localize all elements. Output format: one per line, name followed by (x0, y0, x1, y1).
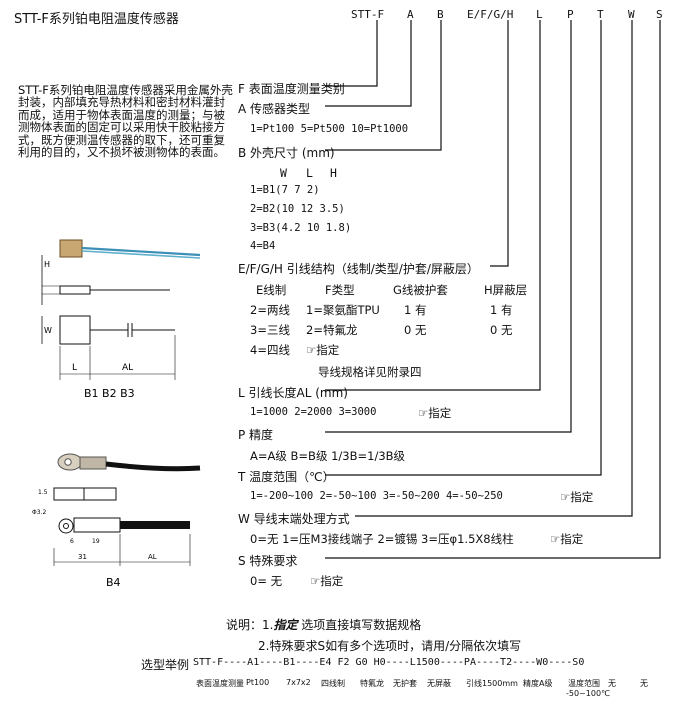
dim-h-label: H (44, 260, 50, 269)
note-1-emphasis: 指定 (273, 618, 298, 632)
section-efgh-title: E/F/G/H 引线结构（线制/类型/护套/屏蔽层） (238, 262, 479, 276)
w-options: 0=无 1=压M3接线端子 2=镀锡 3=压φ1.5X8线柱 (250, 532, 514, 546)
legend-lead: 引线1500mm (466, 679, 518, 688)
legend-teflon: 特氟龙 (360, 679, 384, 688)
b-row-4: 4=B4 (250, 240, 276, 252)
section-a-title: A 传感器类型 (238, 102, 311, 116)
dim-31-label: 31 (78, 553, 87, 561)
code-b: B (437, 8, 444, 21)
section-t-title: T 温度范围（℃） (238, 470, 335, 484)
legend-none-s: 无 (640, 679, 648, 688)
note-1-rest: 选项直接填写数据规格 (297, 618, 422, 632)
dim-al-b4-label: AL (148, 553, 157, 561)
efgh-r1-g: 1 有 (404, 303, 427, 317)
legend-temp-range: 温度范围 (568, 679, 600, 688)
section-w-title: W 导线末端处理方式 (238, 512, 350, 526)
legend-accuracy: 精度A级 (523, 679, 553, 688)
b-row-3: 3=B3(4.2 10 1.8) (250, 222, 352, 234)
code-a: A (407, 8, 414, 21)
code-stt-f: STT-F (351, 8, 385, 21)
legend-no-sheath: 无护套 (393, 679, 417, 688)
b-header-w: W (280, 166, 287, 180)
t-specify: ☞指定 (560, 490, 594, 504)
section-f-title: F 表面温度测量类别 (238, 82, 345, 96)
t-options: 1=-200~100 2=-50~100 3=-50~200 4=-50~250 (250, 490, 503, 502)
efgh-r1-e: 2=两线 (250, 303, 290, 317)
efgh-header-g: G线被护套 (393, 283, 448, 297)
example-label: 选型举例 (141, 658, 190, 672)
efgh-header-e: E线制 (256, 283, 287, 297)
efgh-r3-e: 4=四线 (250, 343, 290, 357)
efgh-note: 导线规格详见附录四 (318, 365, 422, 379)
efgh-r1-f: 1=聚氨酯TPU (306, 303, 380, 317)
efgh-header-f: F类型 (325, 283, 355, 297)
dim-19-label: 19 (92, 538, 100, 545)
legend-four-wire: 四线制 (321, 679, 345, 688)
efgh-r2-f: 2=特氟龙 (306, 323, 358, 337)
l-options: 1=1000 2=2000 3=3000 (250, 406, 377, 418)
code-s: S (656, 8, 663, 21)
p-options: A=A级 B=B级 1/3B=1/3B级 (250, 449, 406, 463)
efgh-r1-h: 1 有 (490, 303, 513, 317)
legend-temp-value: -50~100℃ (566, 689, 611, 698)
code-w: W (628, 8, 635, 21)
section-s-title: S 特殊要求 (238, 554, 298, 568)
l-specify: ☞指定 (418, 406, 452, 420)
dim-l-label: L (72, 363, 77, 373)
note-1: 说明：1.指定 选项直接填写数据规格 (226, 616, 421, 633)
code-efgh: E/F/G/H (467, 8, 514, 21)
efgh-r3-f: ☞指定 (306, 343, 340, 357)
legend-pt100: Pt100 (246, 678, 270, 687)
dim-6-label: 6 (70, 538, 74, 545)
code-t: T (597, 8, 604, 21)
s-options: 0= 无 (250, 574, 283, 588)
b-row-2: 2=B2(10 12 3.5) (250, 203, 345, 215)
page-title: STT-F系列铂电阻温度传感器 (14, 12, 179, 27)
legend-none-w: 无 (608, 679, 616, 688)
w-specify: ☞指定 (550, 532, 584, 546)
figure-b4: 1.5 Φ3.2 6 19 31 AL B4 (32, 453, 201, 589)
section-p-title: P 精度 (238, 428, 274, 442)
dim-15-label: 1.5 (38, 489, 48, 496)
figure-b4-caption: B4 (106, 576, 121, 589)
efgh-r2-g: 0 无 (404, 323, 427, 337)
code-l: L (536, 8, 543, 21)
section-l-title: L 引线长度AL (mm) (238, 386, 348, 400)
dim-d32-label: Φ3.2 (32, 509, 46, 516)
b-header-l: L (306, 166, 313, 180)
section-a-options: 1=Pt100 5=Pt500 10=Pt1000 (250, 123, 409, 135)
efgh-r2-h: 0 无 (490, 323, 513, 337)
b-header-h: H (330, 166, 337, 180)
efgh-header-h: H屏蔽层 (484, 283, 528, 297)
code-p: P (567, 8, 574, 21)
legend-surface: 表面温度测量 (196, 679, 244, 688)
figure-b123-caption: B1 B2 B3 (84, 387, 135, 400)
figure-b123: H W L AL B1 B2 B3 (41, 239, 201, 400)
b-row-1: 1=B1(7 7 2) (250, 184, 320, 196)
dim-al-label: AL (122, 363, 133, 373)
legend-size: 7x7x2 (286, 678, 311, 687)
intro-paragraph: STT-F系列铂电阻温度传感器采用金属外壳封装，内部填充导热材料和密封材料灌封而… (18, 83, 233, 160)
section-b-title: B 外壳尺寸 (mm) (238, 146, 335, 160)
note-1-prefix: 说明：1. (226, 618, 274, 632)
dim-w-label: W (44, 326, 52, 335)
legend-no-shield: 无屏蔽 (427, 679, 451, 688)
example-code: STT-F----A1----B1----E4 F2 G0 H0----L150… (193, 657, 585, 668)
s-specify: ☞指定 (310, 574, 344, 588)
efgh-r2-e: 3=三线 (250, 323, 290, 337)
note-2: 2.特殊要求S如有多个选项时，请用/分隔依次填写 (258, 639, 522, 653)
